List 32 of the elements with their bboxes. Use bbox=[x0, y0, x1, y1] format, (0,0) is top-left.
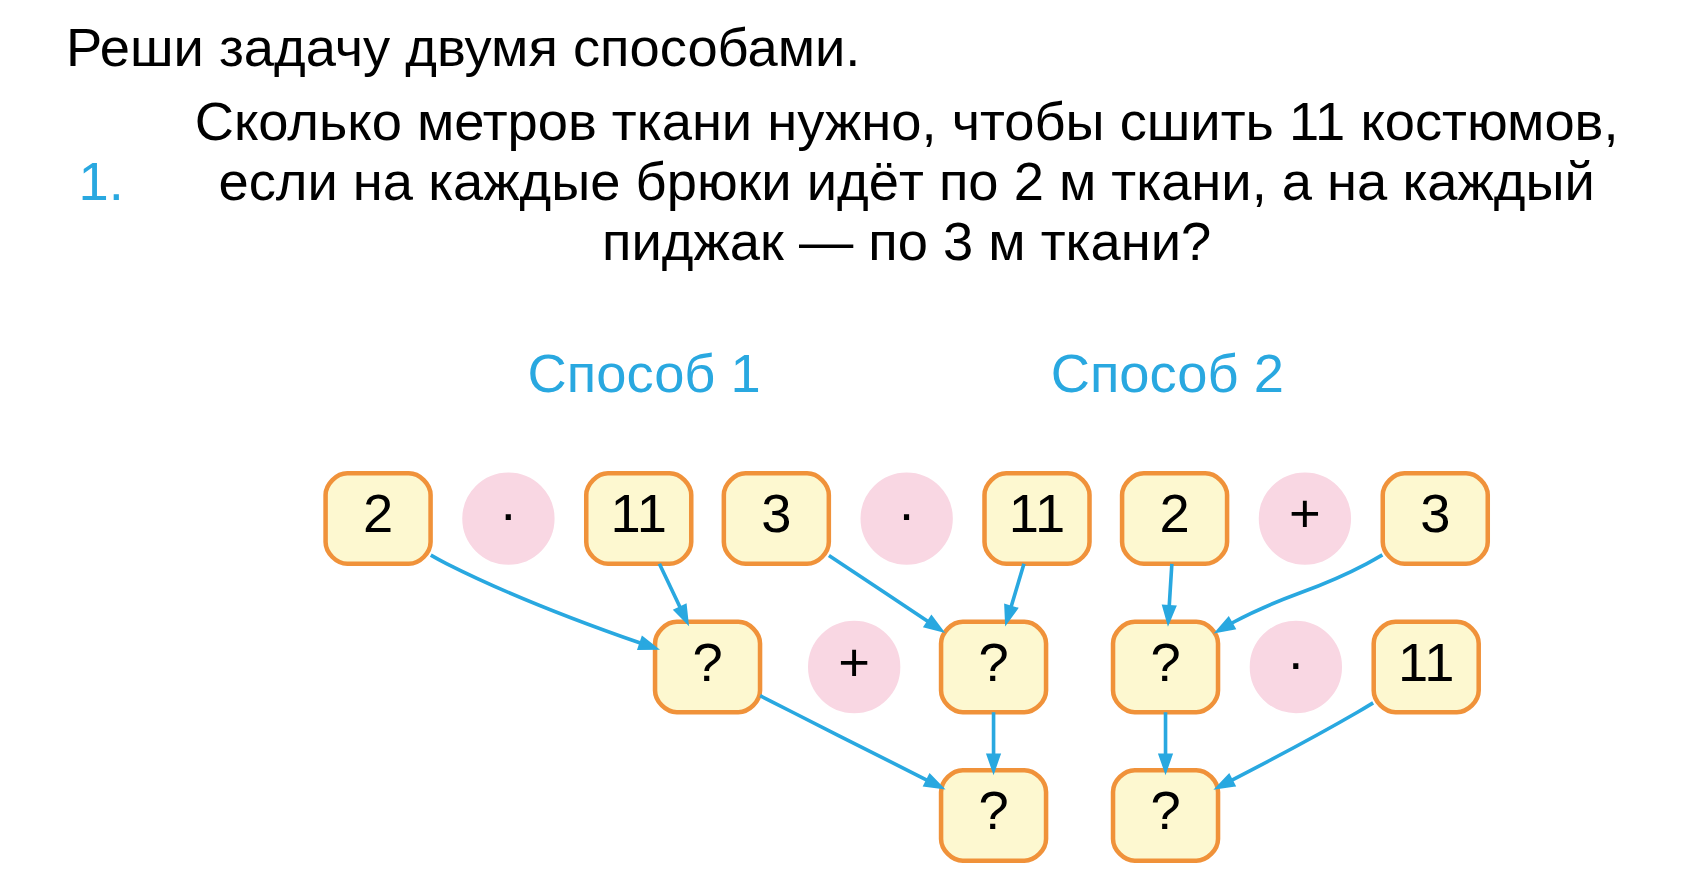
node-box: 11 bbox=[1370, 619, 1481, 715]
arrow bbox=[985, 712, 1001, 776]
arrow bbox=[657, 563, 689, 627]
node-box: ? bbox=[938, 619, 1048, 715]
arrow bbox=[1213, 553, 1383, 634]
arrow bbox=[827, 553, 945, 633]
arrow bbox=[1157, 712, 1173, 776]
node-circle: · bbox=[860, 472, 953, 565]
arrow bbox=[1212, 701, 1374, 790]
arrow bbox=[758, 694, 946, 790]
node-box: 11 bbox=[981, 471, 1092, 567]
node-box: ? bbox=[1110, 767, 1220, 863]
arrow bbox=[429, 553, 660, 650]
label: Сколько метров ткани нужно, чтобы сшить 11 костюмов, если на каждые брюки идёт по 2 м ткани, а на каждый пиджак — по 3 м ткани? bbox=[194, 91, 1619, 272]
label: Способ 1 bbox=[527, 342, 761, 404]
node-circle: + bbox=[807, 620, 900, 714]
node-box: ? bbox=[652, 619, 762, 715]
arrow bbox=[1003, 563, 1026, 627]
arrow bbox=[1161, 563, 1177, 627]
node-circle: + bbox=[1258, 472, 1351, 565]
label: 1. bbox=[77, 150, 124, 212]
node-circle: · bbox=[1249, 620, 1342, 714]
node-box: 3 bbox=[721, 471, 831, 567]
node-box: 3 bbox=[1380, 471, 1490, 567]
label: Способ 2 bbox=[1050, 342, 1284, 404]
node-box: 11 bbox=[583, 471, 693, 567]
node-box: 2 bbox=[322, 471, 433, 567]
diagram-title: Реши задачу двумя способами. bbox=[65, 17, 860, 78]
node-box: 2 bbox=[1119, 471, 1229, 567]
node-box: ? bbox=[1110, 619, 1220, 715]
node-circle: · bbox=[461, 472, 555, 565]
node-box: ? bbox=[938, 767, 1048, 863]
